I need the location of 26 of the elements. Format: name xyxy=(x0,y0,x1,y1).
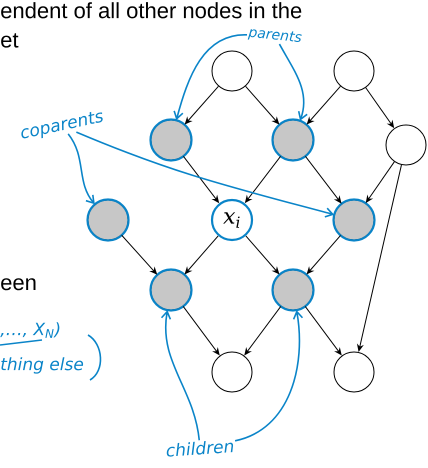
handwritten-label: children xyxy=(166,441,234,457)
node-circle xyxy=(386,124,426,166)
pen-arrow xyxy=(160,310,200,440)
node-circle xyxy=(212,50,252,92)
node-circle xyxy=(212,352,252,392)
pen-arrow xyxy=(76,131,334,218)
node-circle xyxy=(334,352,374,392)
observed-node xyxy=(149,268,193,312)
observed-node xyxy=(86,198,130,242)
handwritten-note: ,…, X$_{N}$) xyxy=(0,322,60,338)
text-line: et xyxy=(1,33,18,48)
observed-node xyxy=(271,268,315,312)
pen-arrow xyxy=(173,34,248,120)
pen-arrow xyxy=(234,310,304,442)
pen-arrow xyxy=(68,133,95,204)
text-line: een xyxy=(1,278,36,290)
handwritten-label: parents xyxy=(248,29,302,42)
pen-arrow xyxy=(278,44,308,121)
text-line: endent of all other nodes in the xyxy=(1,2,302,18)
observed-node xyxy=(149,118,193,162)
variable-node: x$_{i}$ xyxy=(210,198,254,242)
observed-node xyxy=(271,118,315,162)
node-circle xyxy=(334,50,374,92)
observed-node xyxy=(332,198,376,242)
handwritten-note: thing else xyxy=(1,357,84,374)
handwritten-label: coparents xyxy=(21,112,103,138)
